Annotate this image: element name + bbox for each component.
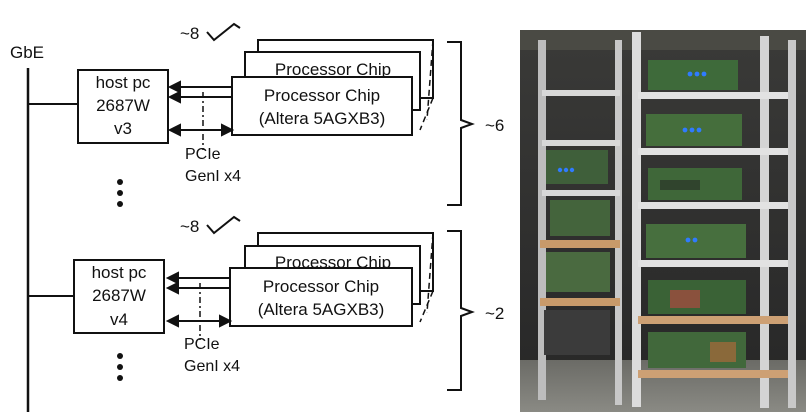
led	[569, 167, 575, 173]
host-group-2: host pc 2687W v4 Processor Chip Processo…	[28, 215, 504, 391]
group-count-1: ~6	[485, 116, 504, 135]
led	[557, 167, 563, 173]
ellipsis-dot	[117, 179, 123, 185]
rack-shelf	[638, 148, 788, 155]
host-2-line-1: host pc	[92, 263, 147, 282]
rack-right	[632, 32, 796, 408]
rack-post	[615, 40, 622, 405]
ellipsis-dot	[117, 353, 123, 359]
host-2-line-3: v4	[110, 310, 128, 329]
cable-bundle	[710, 342, 736, 362]
group-count-2: ~2	[485, 304, 504, 323]
led	[685, 237, 691, 243]
rack-shelf	[638, 370, 788, 378]
chip-2-front-line-2: (Altera 5AGXB3)	[258, 300, 385, 319]
arrow-head	[165, 314, 179, 328]
chip-stack-edge	[426, 232, 434, 314]
group-count-brace-2	[447, 230, 475, 391]
led	[701, 71, 707, 77]
arrow-head	[165, 271, 179, 285]
arrow-head	[221, 123, 235, 137]
gbe-label: GbE	[10, 43, 44, 62]
led	[563, 167, 569, 173]
rack-shelf	[540, 298, 620, 306]
rack-shelf	[542, 190, 620, 196]
rack-left	[538, 40, 622, 405]
host-1-line-3: v3	[114, 119, 132, 138]
chip-stack-edge	[419, 97, 434, 131]
pcie-1-line-1: PCIe	[185, 146, 221, 163]
floor	[520, 360, 806, 412]
rack-shelf	[638, 260, 788, 267]
rack-shelf	[638, 202, 788, 209]
arrow-head	[167, 123, 181, 137]
led	[689, 127, 695, 133]
led	[694, 71, 700, 77]
host-1-line-1: host pc	[96, 73, 151, 92]
rack-shelf	[540, 240, 620, 248]
rack-shelf	[542, 140, 620, 146]
chip-box-front-1	[231, 76, 413, 136]
rack-shelf	[542, 90, 620, 96]
host-pc-box-2	[73, 259, 165, 334]
host-1-line-2: 2687W	[96, 96, 150, 115]
host-pc-box-1	[77, 69, 169, 144]
chip-2-front-line-1: Processor Chip	[263, 277, 379, 296]
rack-post	[538, 40, 546, 400]
pcie-arrows-1	[167, 80, 235, 137]
ellipsis-dot	[117, 190, 123, 196]
led	[682, 127, 688, 133]
fpga-board	[546, 150, 608, 184]
led	[692, 237, 698, 243]
pcie-2-line-2: GenI x4	[184, 358, 240, 375]
fpga-board	[546, 252, 610, 292]
pcie-2-line-1: PCIe	[184, 336, 220, 353]
ceiling	[520, 30, 806, 50]
pcie-1-line-2: GenI x4	[185, 168, 241, 185]
chip-count-bracket-1	[206, 22, 241, 42]
cabling	[544, 310, 610, 355]
fpga-board	[648, 60, 738, 90]
arrow-head	[219, 314, 233, 328]
cable-bundle	[670, 290, 700, 308]
led	[687, 71, 693, 77]
arrow-head	[165, 281, 179, 295]
ellipsis-dot	[117, 364, 123, 370]
chip-count-bracket-2	[206, 215, 241, 235]
chip-stack-edge	[419, 290, 434, 323]
chip-1-front-line-1: Processor Chip	[264, 86, 380, 105]
arrow-head	[167, 80, 181, 94]
chip-stack-edge	[426, 39, 434, 121]
chip-stack-2: Processor Chip Processor Chip (Altera 5A…	[229, 232, 434, 327]
chip-box-front-2	[229, 267, 413, 327]
rack-photo	[520, 30, 806, 412]
pcie-arrows-2	[165, 271, 233, 328]
chip-count-1: ~8	[180, 24, 199, 43]
arrow-head	[167, 90, 181, 104]
group-count-brace-1	[447, 41, 475, 206]
rack-post	[760, 36, 769, 408]
chip-stack-1: Processor Chip Processor Chip (Altera 5A…	[231, 39, 434, 136]
host-2-line-2: 2687W	[92, 286, 146, 305]
rack-shelf	[638, 316, 788, 324]
rack-post	[788, 40, 796, 408]
fpga-board	[550, 200, 610, 236]
chip-count-2: ~8	[180, 217, 199, 236]
rack-shelf	[638, 92, 788, 99]
ellipsis-dot	[117, 201, 123, 207]
led	[696, 127, 702, 133]
system-architecture-diagram: GbE host pc 2687W v3 Processor Chip Proc…	[10, 22, 504, 412]
ellipsis-dot	[117, 375, 123, 381]
chip-1-front-line-2: (Altera 5AGXB3)	[259, 109, 386, 128]
rack-post	[632, 32, 641, 407]
host-group-1: host pc 2687W v3 Processor Chip Processo…	[28, 22, 504, 207]
cable-bundle	[660, 180, 700, 190]
chip-1-back-label: Processor Chip	[275, 60, 391, 79]
